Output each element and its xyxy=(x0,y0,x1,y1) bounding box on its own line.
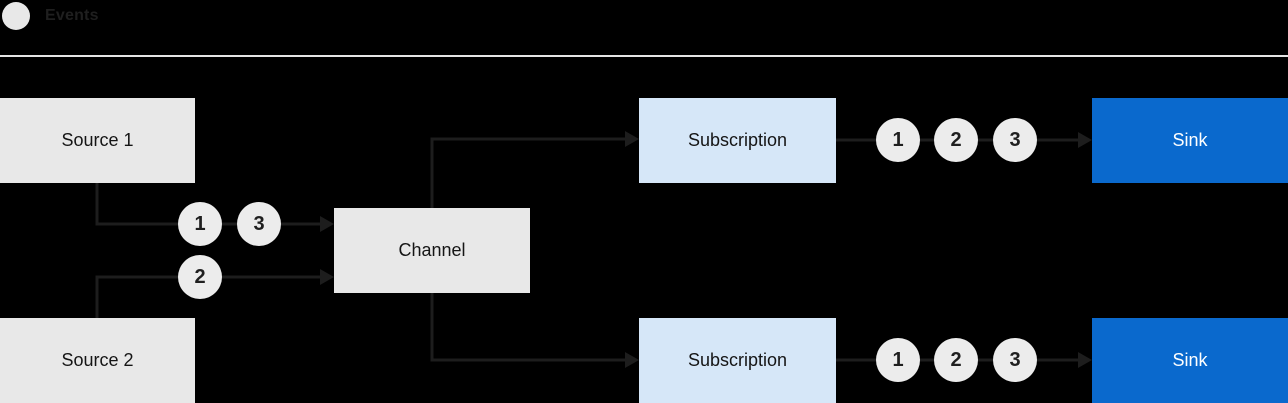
event-number: 1 xyxy=(892,348,904,371)
channel-label: Channel xyxy=(398,240,466,260)
subscription-top-label: Subscription xyxy=(687,130,788,150)
channel-node: Channel xyxy=(334,208,530,293)
sink-top-label: Sink xyxy=(1172,130,1208,150)
event-circle-1: 1 xyxy=(876,338,920,382)
event-number: 1 xyxy=(194,212,206,235)
subscription-bottom-node: Subscription xyxy=(639,318,836,403)
event-circle-1: 1 xyxy=(876,118,920,162)
sink-top-arrowhead xyxy=(1078,132,1092,148)
event-circle-3: 3 xyxy=(237,202,281,246)
sink-top-node: Sink xyxy=(1092,98,1288,183)
event-number: 1 xyxy=(892,128,904,151)
event-number: 2 xyxy=(950,348,962,371)
source1-arrowhead xyxy=(320,216,334,232)
event-number: 3 xyxy=(1009,128,1021,151)
event-circle-2: 2 xyxy=(934,118,978,162)
source2-to-channel-line xyxy=(95,275,322,319)
subscription-top-node: Subscription xyxy=(639,98,836,183)
channel-to-subscription-top-line xyxy=(430,137,627,209)
channel-bottom-arrowhead xyxy=(625,352,639,368)
event-number: 2 xyxy=(194,265,206,288)
sink-bottom-arrowhead xyxy=(1078,352,1092,368)
source2-arrowhead xyxy=(320,269,334,285)
subscription-bottom-label: Subscription xyxy=(687,350,788,370)
event-number: 3 xyxy=(1009,348,1021,371)
channel-to-subscription-bottom-line xyxy=(430,292,627,362)
sink-bottom-label: Sink xyxy=(1172,350,1208,370)
event-circle-2: 2 xyxy=(934,338,978,382)
source1-label: Source 1 xyxy=(61,130,134,150)
source2-node: Source 2 xyxy=(0,318,195,403)
events-legend-label: Events xyxy=(45,7,99,24)
event-number: 2 xyxy=(950,128,962,151)
legend-divider xyxy=(0,55,1288,57)
events-legend-icon xyxy=(2,2,30,30)
channel-top-arrowhead xyxy=(625,131,639,147)
event-number: 3 xyxy=(253,212,265,235)
source1-node: Source 1 xyxy=(0,98,195,183)
event-circle-3: 3 xyxy=(993,118,1037,162)
source2-label: Source 2 xyxy=(61,350,134,370)
event-circle-2: 2 xyxy=(178,255,222,299)
event-circle-1: 1 xyxy=(178,202,222,246)
event-circle-3: 3 xyxy=(993,338,1037,382)
sink-bottom-node: Sink xyxy=(1092,318,1288,403)
